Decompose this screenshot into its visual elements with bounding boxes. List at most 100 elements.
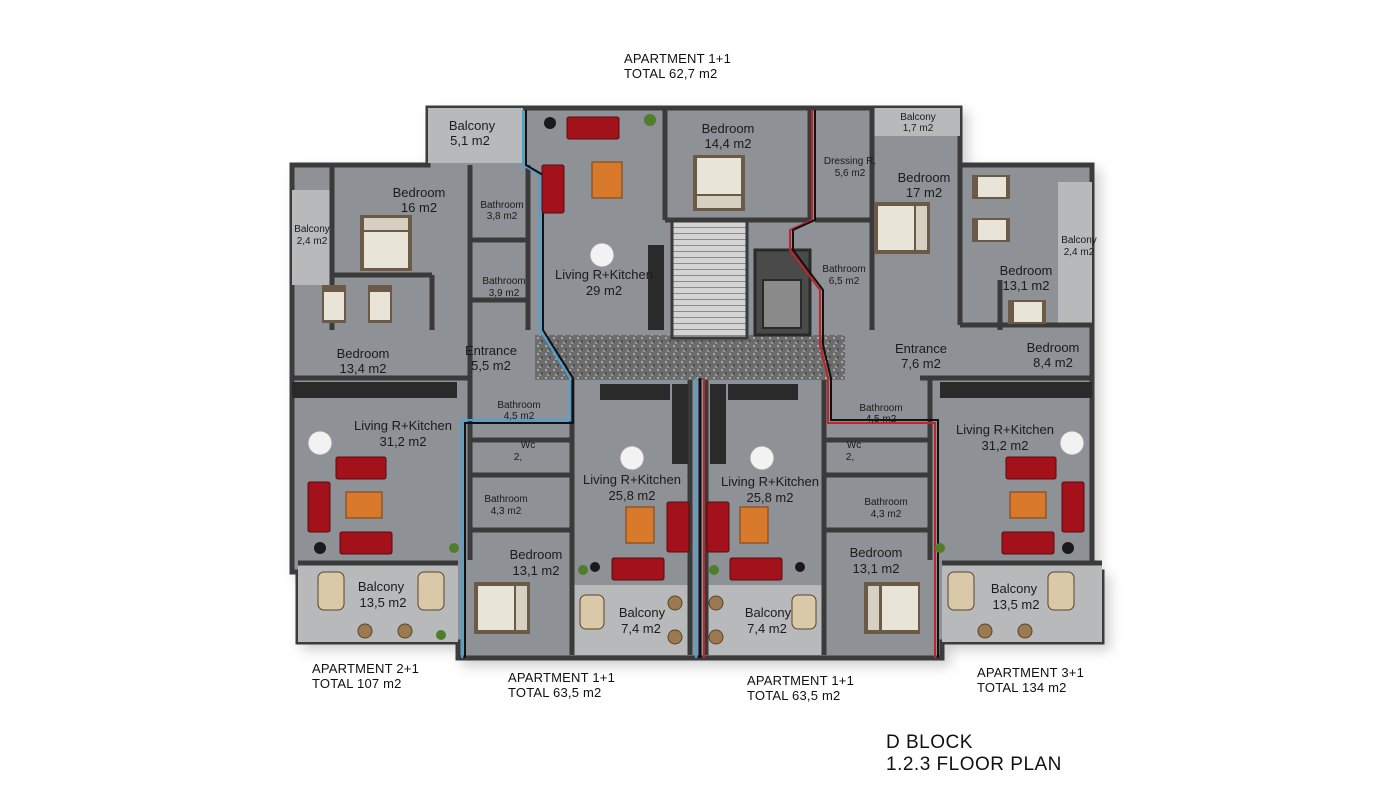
room-area: 16 m2 <box>401 200 437 215</box>
room-area: 7,6 m2 <box>901 356 941 371</box>
apartment-total: TOTAL 63,5 m2 <box>747 687 841 703</box>
room-name: Living R+Kitchen <box>583 472 681 487</box>
balcony-right-side <box>1058 182 1092 327</box>
room-name: Bedroom <box>393 185 446 200</box>
room-area: 13,4 m2 <box>340 361 387 376</box>
room-name: Bedroom <box>702 121 755 136</box>
dining-tables <box>307 242 1085 471</box>
room-name: Entrance <box>465 343 517 358</box>
plants <box>436 114 945 640</box>
room-area: 7,4 m2 <box>621 621 661 636</box>
room-area: 25,8 m2 <box>747 490 794 505</box>
balcony-left-side <box>292 190 332 285</box>
room-area: 5,1 m2 <box>450 133 490 148</box>
room-area: 6,5 m2 <box>829 276 860 287</box>
room-name: Balcony <box>745 605 792 620</box>
room-name: Balcony <box>294 224 330 235</box>
room-name: Bathroom <box>480 200 523 211</box>
room-area: 31,2 m2 <box>982 438 1029 453</box>
room-area: 7,4 m2 <box>747 621 787 636</box>
sofas <box>307 116 1085 581</box>
room-area: 1,7 m2 <box>903 123 934 134</box>
room-name: Bathroom <box>822 264 865 275</box>
apartment-total: TOTAL 62,7 m2 <box>624 65 718 81</box>
room-area: 31,2 m2 <box>380 434 427 449</box>
apartment-label-bottom-right: APARTMENT 3+1 TOTAL 134 m2 <box>977 665 1084 696</box>
room-area: 13,1 m2 <box>1003 278 1050 293</box>
bed-single <box>972 218 1010 242</box>
apartment-type: APARTMENT 3+1 <box>977 665 1084 680</box>
balconies <box>292 108 1102 655</box>
room-name: Entrance <box>895 341 947 356</box>
kitchen-counters <box>292 245 1092 464</box>
apartment-label-bottom-mid-right: APARTMENT 1+1 TOTAL 63,5 m2 <box>747 673 854 704</box>
room-area: 17 m2 <box>906 185 942 200</box>
room-name: Bedroom <box>1027 340 1080 355</box>
room-area: 13,1 m2 <box>853 561 900 576</box>
block-title: D BLOCK 1.2.3 FLOOR PLAN <box>886 732 1062 776</box>
interior-walls <box>292 108 1102 655</box>
beds <box>322 155 1046 634</box>
room-name: Balcony <box>991 581 1038 596</box>
room-name: Living R+Kitchen <box>956 422 1054 437</box>
apartment-type: APARTMENT 2+1 <box>312 661 419 676</box>
room-name: Balcony <box>619 605 666 620</box>
room-name: Bathroom <box>482 276 525 287</box>
room-area: 5,5 m2 <box>471 358 511 373</box>
room-area: 4,5 m2 <box>866 414 897 425</box>
room-name: Bedroom <box>510 547 563 562</box>
elevator-car <box>762 279 802 329</box>
room-area: 4,5 m2 <box>504 411 535 422</box>
room-area: 2, <box>514 452 522 463</box>
bed <box>474 582 530 634</box>
room-name: Bedroom <box>898 170 951 185</box>
tables <box>345 161 1047 544</box>
room-area: 4,3 m2 <box>871 509 902 520</box>
balcony-top-left <box>428 108 523 163</box>
room-area: 13,1 m2 <box>513 563 560 578</box>
service-ducts <box>461 110 939 658</box>
bed-single <box>1008 300 1046 324</box>
apartment-label-bottom-left: APARTMENT 2+1 TOTAL 107 m2 <box>312 661 419 692</box>
room-name: Bathroom <box>864 497 907 508</box>
bed <box>874 202 930 254</box>
apartment-type: APARTMENT 1+1 <box>624 51 731 66</box>
round-fixtures <box>314 117 1074 572</box>
room-name: Wc <box>521 440 535 451</box>
room-area: 2, <box>846 452 854 463</box>
room-name: Bedroom <box>850 545 903 560</box>
room-name: Living R+Kitchen <box>555 267 653 282</box>
block-name: D BLOCK <box>886 732 973 753</box>
room-name: Bedroom <box>1000 263 1053 278</box>
room-name: Wc <box>847 440 861 451</box>
apartment-label-top: APARTMENT 1+1 TOTAL 62,7 m2 <box>624 51 731 82</box>
floor-plan-name: 1.2.3 FLOOR PLAN <box>886 753 1062 775</box>
room-area: 29 m2 <box>586 283 622 298</box>
core <box>535 218 845 380</box>
room-name: Balcony <box>1061 235 1097 246</box>
bed <box>360 215 412 271</box>
bed-single <box>322 285 346 323</box>
room-name: Bedroom <box>337 346 390 361</box>
room-area: 4,3 m2 <box>491 506 522 517</box>
room-name: Bathroom <box>859 403 902 414</box>
apartment-total: TOTAL 63,5 m2 <box>508 684 602 700</box>
room-area: 13,5 m2 <box>360 595 407 610</box>
room-area: 2,4 m2 <box>1064 247 1095 258</box>
room-labels: Balcony 5,1 m2 Bedroom 14,4 m2 Balcony 1… <box>294 112 1097 636</box>
room-name: Living R+Kitchen <box>721 474 819 489</box>
room-name: Balcony <box>900 112 936 123</box>
room-name: Balcony <box>449 118 496 133</box>
apartment-total: TOTAL 134 m2 <box>977 679 1067 695</box>
bed <box>864 582 920 634</box>
room-name: Balcony <box>358 579 405 594</box>
stairwell <box>670 218 749 340</box>
bed-single <box>972 175 1010 199</box>
bed-single <box>368 285 392 323</box>
apartment-type: APARTMENT 1+1 <box>508 670 615 685</box>
room-name: Bathroom <box>497 400 540 411</box>
room-area: 2,4 m2 <box>297 236 328 247</box>
bed <box>693 155 745 211</box>
room-area: 8,4 m2 <box>1033 355 1073 370</box>
